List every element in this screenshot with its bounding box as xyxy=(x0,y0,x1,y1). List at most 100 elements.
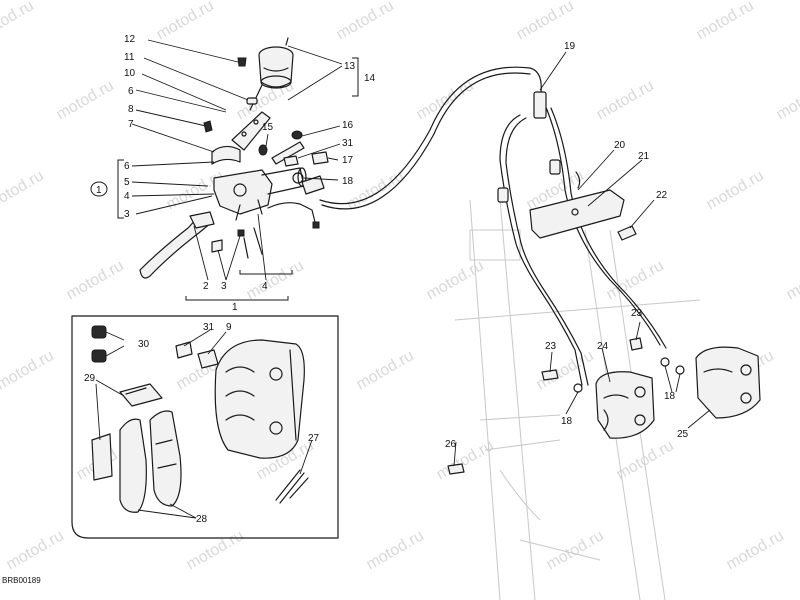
callout-labels: 12 11 10 6 8 7 6 5 1 4 3 13 14 15 16 31 … xyxy=(84,34,689,525)
brake-pad-inner xyxy=(119,418,147,513)
bleed-nipple-31 xyxy=(175,341,193,359)
watermark-text: motod.ru xyxy=(0,0,37,43)
watermark-text: motod.ru xyxy=(594,77,657,123)
pad-pin-27 xyxy=(275,469,301,501)
callout-16: 16 xyxy=(342,120,354,131)
callout-2: 2 xyxy=(203,281,209,292)
brake-hose-assembly xyxy=(319,66,667,386)
callout-25: 25 xyxy=(677,429,689,440)
hose-splitter xyxy=(533,91,547,119)
callout-11: 11 xyxy=(124,52,135,63)
bolt-8 xyxy=(203,120,213,133)
seal-16 xyxy=(291,130,303,140)
callout-18b: 18 xyxy=(561,416,573,427)
watermark-text: motod.ru xyxy=(54,77,117,123)
watermark-text: motod.ru xyxy=(344,167,407,213)
callout-23b: 23 xyxy=(545,341,557,352)
master-cylinder-body xyxy=(213,167,307,221)
washer-18-a xyxy=(573,383,583,393)
callout-8: 8 xyxy=(128,104,134,115)
watermark-text: motod.ru xyxy=(334,0,397,43)
watermark-text: motod.ru xyxy=(354,347,417,393)
watermark-text: motod.ru xyxy=(614,437,677,483)
callout-23a: 23 xyxy=(631,308,643,319)
bolt-26 xyxy=(447,463,465,475)
watermark-text: motod.ru xyxy=(434,437,497,483)
callout-4a: 4 xyxy=(124,191,130,202)
bleed-cap-lower xyxy=(91,349,107,363)
callout-18a: 18 xyxy=(342,176,354,187)
callout-15: 15 xyxy=(262,122,274,133)
callout-6a: 6 xyxy=(128,86,134,97)
watermark-text: motod.ru xyxy=(0,347,57,393)
callout-5: 5 xyxy=(124,177,130,188)
handlebar-clamp xyxy=(211,145,241,165)
callout-17: 17 xyxy=(342,155,354,166)
brake-lever xyxy=(139,214,213,279)
callout-4b: 4 xyxy=(262,281,268,292)
brake-master-cylinder xyxy=(139,37,329,279)
callout-29: 29 xyxy=(84,373,96,384)
callout-19: 19 xyxy=(564,41,576,52)
left-caliper-24 xyxy=(595,371,655,439)
bolt-22 xyxy=(617,225,637,241)
pivot-pin xyxy=(243,237,249,259)
watermark-text: motod.ru xyxy=(514,0,577,43)
banjo-17 xyxy=(311,151,329,165)
watermark-text: motod.ru xyxy=(784,257,800,303)
watermark-text: motod.ru xyxy=(774,77,800,123)
right-caliper-25 xyxy=(695,346,761,419)
o-ring-15 xyxy=(258,144,268,156)
watermark-text: motod.ru xyxy=(64,257,127,303)
screw-12 xyxy=(237,57,247,67)
callout-3a: 3 xyxy=(124,209,130,220)
callout-22: 22 xyxy=(656,190,668,201)
banjo-fitting xyxy=(301,175,325,195)
callout-31b: 31 xyxy=(203,322,215,333)
callout-12: 12 xyxy=(124,34,136,45)
callout-20: 20 xyxy=(614,140,626,151)
brake-switch-wire xyxy=(267,202,317,227)
watermark-text: motod.ru xyxy=(0,167,47,213)
callout-31a: 31 xyxy=(342,138,354,149)
bleed-cap-upper xyxy=(91,325,107,339)
group-brackets xyxy=(117,57,359,301)
hose-bracket xyxy=(529,189,637,241)
brake-pad-outer xyxy=(149,410,182,507)
callout-24: 24 xyxy=(597,341,609,352)
banjo-bolt-31 xyxy=(283,155,299,167)
lever-bush xyxy=(211,239,223,253)
watermark-text: motod.ru xyxy=(544,527,607,573)
watermark-text: motod.ru xyxy=(154,0,217,43)
brake-hose-19 xyxy=(319,66,542,205)
pad-spring-29 xyxy=(119,383,163,407)
document-code: BRB00189 xyxy=(2,576,41,585)
watermark-text: motod.ru xyxy=(364,527,427,573)
callout-21: 21 xyxy=(638,151,650,162)
pad-shim xyxy=(91,433,113,481)
push-rod xyxy=(271,141,305,165)
callout-9: 9 xyxy=(226,322,232,333)
callout-10: 10 xyxy=(124,68,136,79)
callout-30: 30 xyxy=(138,339,150,350)
reservoir-bracket xyxy=(231,111,271,151)
watermark-text: motod.ru xyxy=(244,257,307,303)
caliper-detail-inset xyxy=(71,315,339,539)
watermark-text: motod.ru xyxy=(694,0,757,43)
watermark-text: motod.ru xyxy=(184,527,247,573)
watermark-text: motod.ru xyxy=(414,77,477,123)
lever-pivot xyxy=(189,211,215,229)
hose-left-branch xyxy=(499,114,583,386)
pivot-screw xyxy=(237,229,245,237)
watermark-text: motod.ru xyxy=(724,527,787,573)
callout-18c: 18 xyxy=(664,391,676,402)
callout-13: 13 xyxy=(344,61,356,72)
bleed-screw-9 xyxy=(197,349,219,369)
watermark-text: motod.ru xyxy=(534,347,597,393)
watermark-text: motod.ru xyxy=(704,167,767,213)
callout-7: 7 xyxy=(128,119,134,130)
callout-1-ring xyxy=(90,181,108,197)
bolt-23-left xyxy=(541,369,559,381)
washer-18-b xyxy=(660,357,670,367)
